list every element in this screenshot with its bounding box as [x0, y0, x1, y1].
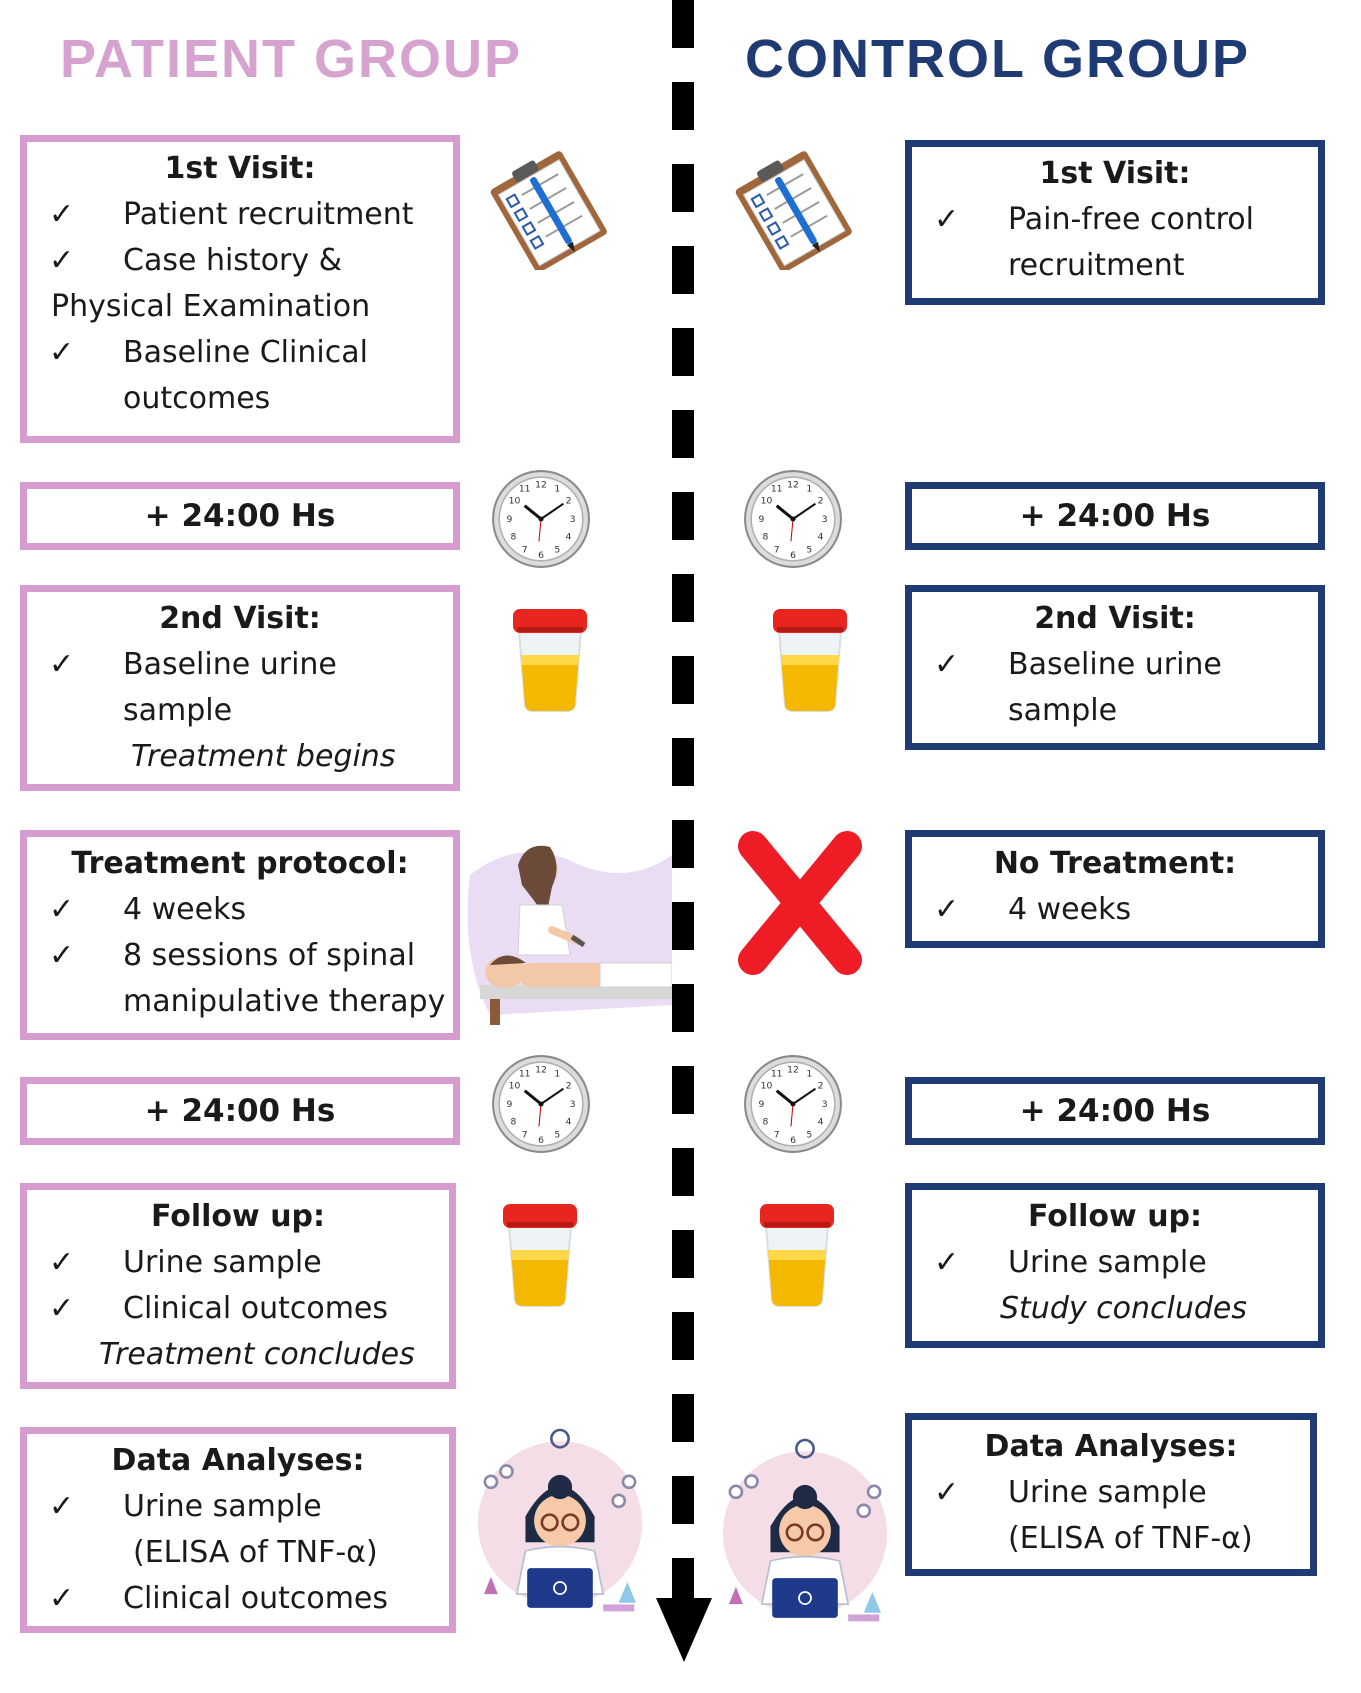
check-icon: ✓ — [49, 243, 75, 278]
urine-cup-icon — [505, 605, 595, 715]
control-group-title: CONTROL GROUP — [745, 29, 1251, 89]
control-analyses-box: Data Analyses: ✓ Urine sample (ELISA of T… — [905, 1413, 1317, 1576]
item-text: Baseline urine — [123, 647, 337, 682]
check-item: ✓ Case history & — [45, 238, 435, 284]
box-note: Treatment begins — [131, 739, 396, 774]
item-text: Pain-free control — [1008, 202, 1254, 237]
check-item: ✓ Clinical outcomes — [45, 1576, 431, 1622]
item-text-continued: recruitment — [1008, 248, 1185, 283]
urine-cup-icon — [495, 1200, 585, 1310]
check-icon: ✓ — [49, 335, 75, 370]
item-text: Urine sample — [123, 1489, 322, 1524]
item-text: Clinical outcomes — [123, 1581, 389, 1616]
check-icon: ✓ — [934, 1245, 960, 1280]
item-text-continued: Physical Examination — [51, 289, 371, 324]
check-item: ✓ Baseline Clinical — [45, 330, 435, 376]
patient-visit2-box: 2nd Visit: ✓ Baseline urine sample Treatm… — [20, 585, 460, 791]
check-icon: ✓ — [934, 647, 960, 682]
clock-icon — [490, 1053, 592, 1155]
item-text: Clinical outcomes — [123, 1291, 389, 1326]
item-text: Urine sample — [1008, 1245, 1207, 1280]
patient-wait1-box: + 24:00 Hs — [20, 482, 460, 550]
patient-group-title: PATIENT GROUP — [60, 29, 523, 89]
box-note: Treatment concludes — [99, 1337, 415, 1372]
item-text: 4 weeks — [123, 892, 247, 927]
box-note: Study concludes — [1000, 1291, 1247, 1326]
item-text-continued: outcomes — [123, 381, 271, 416]
check-item: ✓ Patient recruitment — [45, 192, 435, 238]
check-item: ✓ Urine sample — [45, 1484, 431, 1530]
check-item: ✓ Clinical outcomes — [45, 1286, 431, 1332]
control-visit1-box: 1st Visit: ✓ Pain-free control recruitmen… — [905, 140, 1325, 305]
check-item: ✓ Urine sample — [930, 1240, 1300, 1286]
check-item: ✓ Pain-free control — [930, 197, 1300, 243]
item-text-continued: manipulative therapy — [123, 984, 446, 1019]
patient-wait2-box: + 24:00 Hs — [20, 1077, 460, 1145]
box-heading: Data Analyses: — [111, 1443, 365, 1478]
patient-analyses-box: Data Analyses: ✓ Urine sample (ELISA of T… — [20, 1427, 456, 1633]
check-icon: ✓ — [934, 202, 960, 237]
clock-icon — [490, 468, 592, 570]
urine-cup-icon — [765, 605, 855, 715]
item-text-continued: sample — [123, 693, 233, 728]
item-text: 8 sessions of spinal — [123, 938, 416, 973]
check-item: ✓ Baseline urine — [45, 642, 435, 688]
timeline-dashed-line — [672, 0, 694, 1610]
box-heading: Treatment protocol: — [71, 846, 409, 881]
check-icon: ✓ — [49, 1245, 75, 1280]
check-item: ✓ Urine sample — [930, 1470, 1292, 1516]
control-treatment-box: No Treatment: ✓ 4 weeks — [905, 830, 1325, 948]
item-text-continued: (ELISA of TNF-α) — [133, 1535, 378, 1570]
item-text: 4 weeks — [1008, 892, 1132, 927]
patient-followup-box: Follow up: ✓ Urine sample ✓ Clinical outco… — [20, 1183, 456, 1389]
box-heading: No Treatment: — [993, 846, 1237, 881]
check-icon: ✓ — [934, 1475, 960, 1510]
check-icon: ✓ — [49, 892, 75, 927]
item-text: Urine sample — [1008, 1475, 1207, 1510]
urine-cup-icon — [752, 1200, 842, 1310]
check-item: ✓ 8 sessions of spinal — [45, 933, 435, 979]
item-text: Patient recruitment — [123, 197, 414, 232]
check-item: ✓ 4 weeks — [45, 887, 435, 933]
scientist-illustration-icon — [465, 1420, 655, 1630]
box-heading: 2nd Visit: — [159, 601, 321, 636]
item-text: Baseline urine — [1008, 647, 1222, 682]
patient-visit1-box: 1st Visit: ✓ Patient recruitment ✓ Case hi… — [20, 135, 460, 443]
check-item: ✓ 4 weeks — [930, 887, 1300, 933]
check-icon: ✓ — [49, 1291, 75, 1326]
box-heading: Follow up: — [150, 1199, 326, 1234]
scientist-illustration-icon — [710, 1430, 900, 1640]
check-icon: ✓ — [49, 1489, 75, 1524]
clock-icon — [742, 1053, 844, 1155]
box-heading: 1st Visit: — [1039, 156, 1191, 191]
box-heading: 2nd Visit: — [1034, 601, 1196, 636]
check-icon: ✓ — [49, 647, 75, 682]
item-text: Baseline Clinical — [123, 335, 368, 370]
patient-treatment-box: Treatment protocol: ✓ 4 weeks ✓ 8 sessions… — [20, 830, 460, 1040]
check-icon: ✓ — [934, 892, 960, 927]
timeline-arrowhead — [656, 1598, 712, 1662]
clock-icon — [742, 468, 844, 570]
item-text-continued: sample — [1008, 693, 1118, 728]
clipboard-icon — [485, 150, 615, 270]
check-item: ✓ Baseline urine — [930, 642, 1300, 688]
red-x-icon — [738, 831, 862, 975]
check-item: ✓ Urine sample — [45, 1240, 431, 1286]
control-visit2-box: 2nd Visit: ✓ Baseline urine sample — [905, 585, 1325, 750]
therapy-illustration-icon — [467, 845, 672, 1025]
item-text-continued: (ELISA of TNF-α) — [1008, 1521, 1253, 1556]
control-wait1-box: + 24:00 Hs — [905, 482, 1325, 550]
check-icon: ✓ — [49, 1581, 75, 1616]
box-heading: Data Analyses: — [984, 1429, 1238, 1464]
control-wait2-box: + 24:00 Hs — [905, 1077, 1325, 1145]
clipboard-icon — [730, 150, 860, 270]
item-text: Urine sample — [123, 1245, 322, 1280]
item-text: Case history & — [123, 243, 343, 278]
box-heading: 1st Visit: — [164, 151, 316, 186]
control-followup-box: Follow up: ✓ Urine sample Study concludes — [905, 1183, 1325, 1348]
box-heading: Follow up: — [1027, 1199, 1203, 1234]
check-icon: ✓ — [49, 938, 75, 973]
check-icon: ✓ — [49, 197, 75, 232]
